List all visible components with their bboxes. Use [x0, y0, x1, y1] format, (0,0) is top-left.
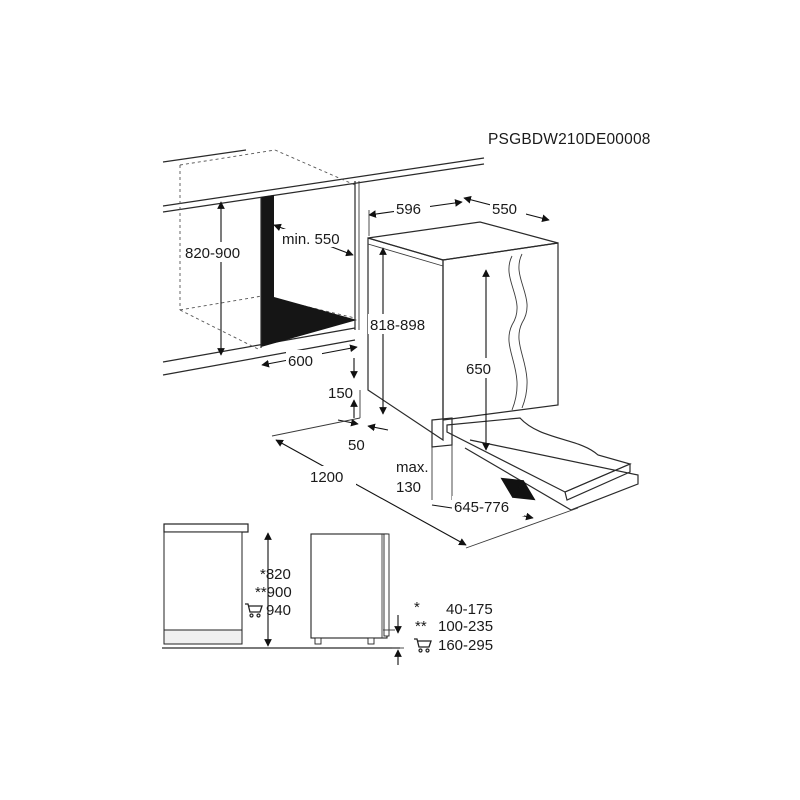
appliance-height-label: 818-898 — [370, 317, 425, 334]
niche-outline — [179, 149, 356, 351]
shopping-cart-icon — [413, 638, 432, 653]
niche-height-dim: 820-900 — [183, 201, 255, 356]
height-900: **900 — [255, 584, 292, 601]
height-820: *820 — [260, 566, 291, 583]
min-depth-label: min. 550 — [282, 231, 340, 248]
door-open-label: 1200 — [310, 469, 343, 486]
plinth-depth-label: 50 — [348, 437, 365, 454]
total-height-dim: *820 **900 940 — [244, 532, 292, 647]
worktop — [162, 149, 485, 376]
plinth-depth-dim: 50 — [337, 418, 389, 454]
plinth-gap-dim — [392, 615, 404, 665]
max-value: 130 — [396, 479, 421, 496]
plinth-height-dim: 150 — [328, 358, 358, 418]
appliance-depth-dim: 550 — [463, 196, 550, 222]
range1-mark: * — [414, 599, 420, 616]
appliance-height-dim: 818-898 — [368, 247, 440, 415]
plinth-height-label: 150 — [328, 385, 353, 402]
door-height-dim: 650 — [464, 269, 500, 451]
height-940: 940 — [266, 602, 291, 619]
appliance-width-dim: 596 — [368, 198, 463, 236]
door-height-label: 650 — [466, 361, 491, 378]
side-view-appliance — [310, 533, 395, 645]
product-code: PSGBDW210DE00008 — [488, 131, 651, 148]
range1-value: 40-175 — [446, 601, 493, 618]
side-view-cabinet — [162, 523, 400, 649]
niche-height-label: 820-900 — [185, 245, 240, 262]
slide-arrow — [500, 477, 536, 501]
max-gap-dim: max. 130 — [396, 445, 453, 509]
range2-value: 100-235 — [438, 618, 493, 635]
open-door — [446, 417, 639, 511]
range2-mark: ** — [415, 618, 427, 635]
appliance-depth-label: 550 — [492, 201, 517, 218]
niche-width-label: 600 — [288, 353, 313, 370]
door-open-dim: 1200 — [271, 417, 579, 549]
max-label: max. — [396, 459, 429, 476]
range3-value: 160-295 — [438, 637, 493, 654]
range-list: * 40-175 ** 100-235 160-295 — [413, 599, 493, 654]
min-depth-dim: min. 550 — [273, 223, 354, 257]
shopping-cart-icon — [244, 603, 263, 618]
niche-width-dim: 600 — [261, 344, 358, 370]
appliance-width-label: 596 — [396, 201, 421, 218]
niche-interior — [261, 195, 357, 347]
depth-range-dim: 645-776 — [452, 496, 534, 521]
depth-range-label: 645-776 — [454, 499, 509, 516]
